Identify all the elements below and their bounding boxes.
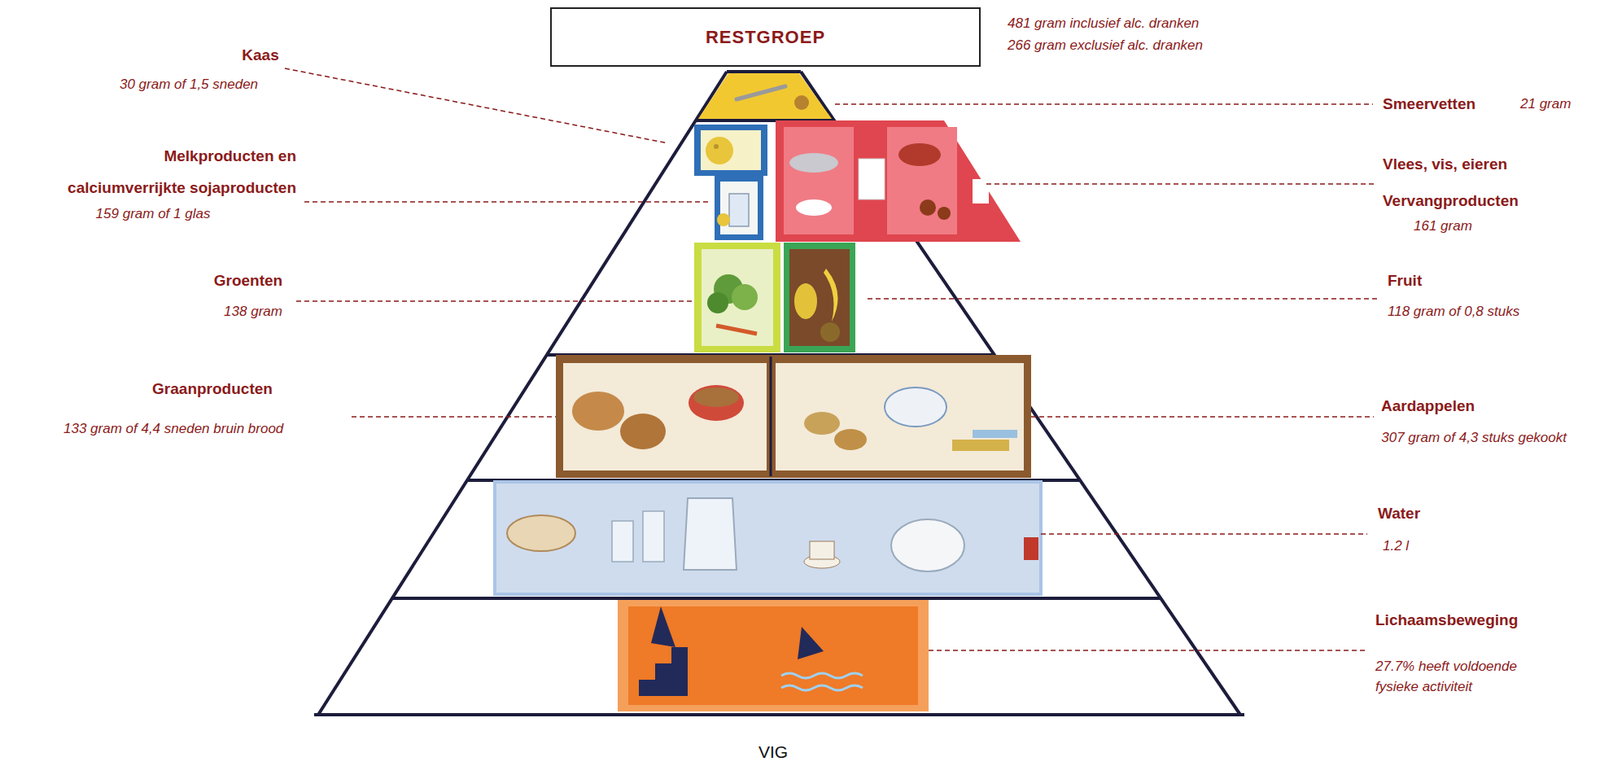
amount-label: 27.7% heeft voldoende fysieke activiteit — [1375, 655, 1551, 697]
amount-label: 266 gram exclusief alc. dranken — [1007, 36, 1203, 55]
amount-label: 1.2 l — [1382, 537, 1409, 556]
group-name: Lichaamsbeweging — [1375, 610, 1518, 630]
group-name: Aardappelen — [1381, 396, 1475, 416]
group-name: Vlees, vis, eieren Vervangproducten — [1382, 145, 1558, 219]
group-name: Water — [1377, 503, 1421, 524]
physical-activity-band — [617, 599, 929, 712]
cheese-compartment — [694, 124, 768, 176]
group-name: Melkproducten en calciumverrijkte sojapr… — [55, 139, 297, 204]
amount-label: 30 gram of 1,5 sneden — [119, 75, 258, 94]
category-box: RESTGROEP — [550, 7, 981, 67]
amount-label: 21 gram — [1520, 95, 1571, 114]
group-name: Fruit — [1387, 271, 1422, 291]
amount-label: 133 gram of 4,4 sneden bruin brood — [63, 419, 284, 438]
amount-label: 481 gram inclusief alc. dranken — [1007, 14, 1199, 33]
water-band — [494, 481, 1041, 595]
amount-label: 161 gram — [1413, 217, 1473, 236]
amount-label: 138 gram — [223, 302, 283, 321]
amount-label: 159 gram of 1 glas — [96, 205, 211, 223]
group-name: Smeervetten — [1382, 94, 1476, 114]
dairy-compartment — [714, 175, 764, 241]
box-title: RESTGROEP — [705, 26, 826, 49]
meat-fish-compartment — [775, 120, 1021, 242]
grain-potato-band — [555, 354, 1032, 478]
group-name: Kaas — [241, 45, 279, 66]
leader-lines — [284, 68, 1378, 651]
amount-label: 307 gram of 4,3 stuks gekookt — [1381, 428, 1567, 447]
source-caption: VIG — [758, 742, 788, 762]
group-name: Graanproducten — [152, 379, 273, 399]
group-name: Groenten — [214, 271, 283, 291]
amount-label: 118 gram of 0,8 stuks — [1387, 302, 1520, 321]
spread-fats-tier — [698, 73, 832, 119]
vegetables-compartment — [694, 242, 781, 353]
pyramid-outline — [314, 71, 1245, 715]
fruit-compartment — [783, 242, 856, 353]
